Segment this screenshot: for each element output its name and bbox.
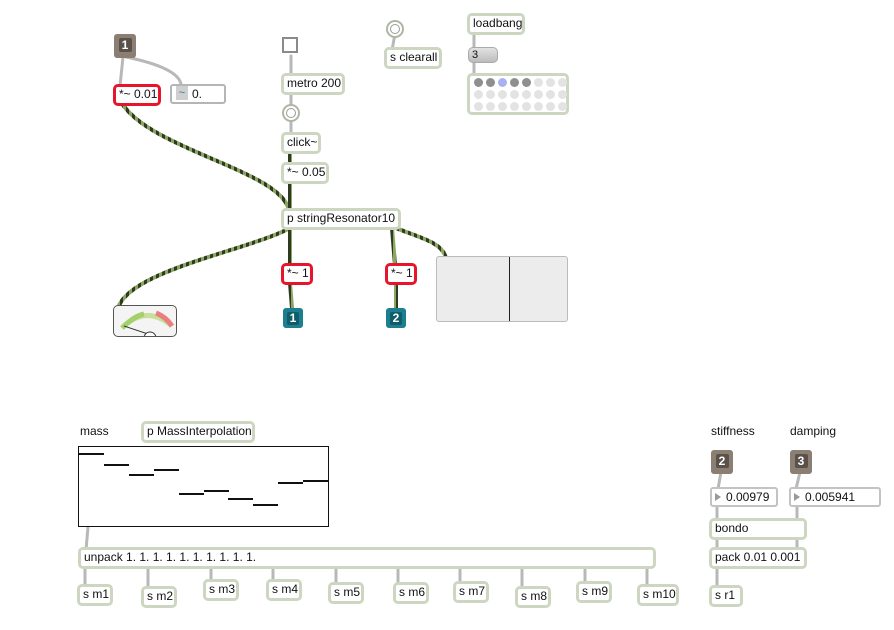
preset-matrix-cell[interactable] — [558, 78, 567, 87]
preset-matrix-cell[interactable] — [546, 90, 555, 99]
outlet-2-number: 2 — [390, 312, 402, 325]
send-mass-1-object[interactable]: s m1 — [77, 584, 113, 606]
send-mass-5-object[interactable]: s m5 — [328, 582, 364, 604]
preset-matrix-cell[interactable] — [522, 78, 531, 87]
signal-tilde-icon: ~ — [176, 86, 188, 100]
send-clearall-object[interactable]: s clearall — [384, 47, 442, 69]
mass-slider-bar[interactable] — [278, 482, 303, 484]
outlet-1-number: 1 — [287, 312, 299, 325]
string-resonator-subpatch[interactable]: p stringResonator10 — [281, 208, 401, 230]
preset-matrix-cell[interactable] — [498, 78, 507, 87]
outlet-1[interactable]: 1 — [283, 308, 303, 328]
preset-matrix[interactable] — [467, 73, 569, 115]
mass-interpolation-subpatch[interactable]: p MassInterpolation — [141, 421, 255, 443]
click-object[interactable]: click~ — [281, 132, 321, 154]
mass-slider-bar[interactable] — [179, 493, 204, 495]
unpack-object[interactable]: unpack 1. 1. 1. 1. 1. 1. 1. 1. 1. 1. — [78, 547, 656, 569]
send-mass-9-object[interactable]: s m9 — [576, 581, 612, 603]
multiply-signal-left-object[interactable]: *~ 1 — [281, 263, 313, 285]
metro-object[interactable]: metro 200 — [281, 73, 345, 95]
stiffness-number-box[interactable]: 0.00979 — [710, 487, 778, 507]
clearall-bang-button[interactable] — [386, 20, 404, 38]
mass-slider-bar[interactable] — [303, 480, 328, 482]
preset-matrix-cell[interactable] — [498, 102, 507, 111]
mass-slider-bar[interactable] — [104, 464, 129, 466]
preset-matrix-cell[interactable] — [534, 90, 543, 99]
preset-number-pill[interactable]: 3 — [468, 47, 498, 63]
mass-label: mass — [80, 424, 109, 438]
mass-slider-bar[interactable] — [204, 490, 229, 492]
signal-level-meter[interactable] — [113, 305, 177, 337]
preset-matrix-cell[interactable] — [522, 102, 531, 111]
loadbang-object[interactable]: loadbang — [467, 13, 525, 35]
preset-matrix-cell[interactable] — [534, 102, 543, 111]
send-mass-4-object[interactable]: s m4 — [266, 579, 302, 601]
damping-number-box[interactable]: 0.005941 — [789, 487, 881, 507]
scope-divider — [509, 257, 510, 321]
send-mass-6-object[interactable]: s m6 — [393, 582, 429, 604]
preset-matrix-cell[interactable] — [558, 102, 567, 111]
preset-matrix-cell[interactable] — [546, 102, 555, 111]
signal-number-display[interactable]: ~0. — [170, 84, 226, 104]
preset-matrix-cell[interactable] — [510, 90, 519, 99]
mass-slider-bar[interactable] — [129, 474, 154, 476]
send-r1-object[interactable]: s r1 — [709, 585, 743, 607]
multiply-signal-0.05-object[interactable]: *~ 0.05 — [281, 162, 329, 184]
send-mass-10-object[interactable]: s m10 — [637, 584, 679, 606]
bondo-object[interactable]: bondo — [709, 518, 807, 540]
preset-matrix-cell[interactable] — [546, 78, 555, 87]
multiply-signal-right-object[interactable]: *~ 1 — [385, 263, 417, 285]
preset-matrix-cell[interactable] — [558, 90, 567, 99]
mass-slider-bar[interactable] — [228, 498, 253, 500]
preset-matrix-cell[interactable] — [510, 78, 519, 87]
send-mass-2-object[interactable]: s m2 — [141, 586, 177, 608]
stiffness-label: stiffness — [711, 424, 755, 438]
pack-object[interactable]: pack 0.01 0.001 — [709, 547, 807, 569]
multiply-signal-0.01-object[interactable]: *~ 0.01 — [113, 84, 161, 106]
mass-multislider[interactable] — [78, 446, 329, 527]
toggle-checkbox[interactable] — [282, 37, 298, 53]
preset-matrix-cell[interactable] — [474, 102, 483, 111]
send-mass-3-object[interactable]: s m3 — [203, 579, 239, 601]
mass-slider-bar[interactable] — [154, 469, 179, 471]
inlet-2[interactable]: 2 — [711, 450, 733, 474]
inlet-2-number: 2 — [715, 454, 729, 468]
inlet-1[interactable]: 1 — [114, 34, 136, 58]
send-mass-8-object[interactable]: s m8 — [515, 586, 551, 608]
preset-matrix-cell[interactable] — [486, 102, 495, 111]
inlet-3-number: 3 — [794, 454, 808, 468]
preset-matrix-cell[interactable] — [474, 90, 483, 99]
inlet-3[interactable]: 3 — [790, 450, 812, 474]
preset-matrix-cell[interactable] — [522, 90, 531, 99]
preset-matrix-cell[interactable] — [486, 90, 495, 99]
signal-number-value: 0. — [192, 87, 203, 101]
preset-matrix-cell[interactable] — [486, 78, 495, 87]
preset-matrix-cell[interactable] — [510, 102, 519, 111]
scope-display[interactable] — [436, 256, 568, 322]
inlet-1-number: 1 — [118, 38, 132, 52]
damping-label: damping — [790, 424, 837, 438]
preset-matrix-cell[interactable] — [498, 90, 507, 99]
send-mass-7-object[interactable]: s m7 — [453, 581, 489, 603]
mass-slider-bar[interactable] — [253, 504, 278, 506]
outlet-2[interactable]: 2 — [386, 308, 406, 328]
preset-matrix-cell[interactable] — [474, 78, 483, 87]
bang-button[interactable] — [282, 104, 300, 122]
preset-matrix-cell[interactable] — [534, 78, 543, 87]
mass-slider-bar[interactable] — [79, 453, 104, 455]
meter-dial-icon — [120, 310, 175, 336]
